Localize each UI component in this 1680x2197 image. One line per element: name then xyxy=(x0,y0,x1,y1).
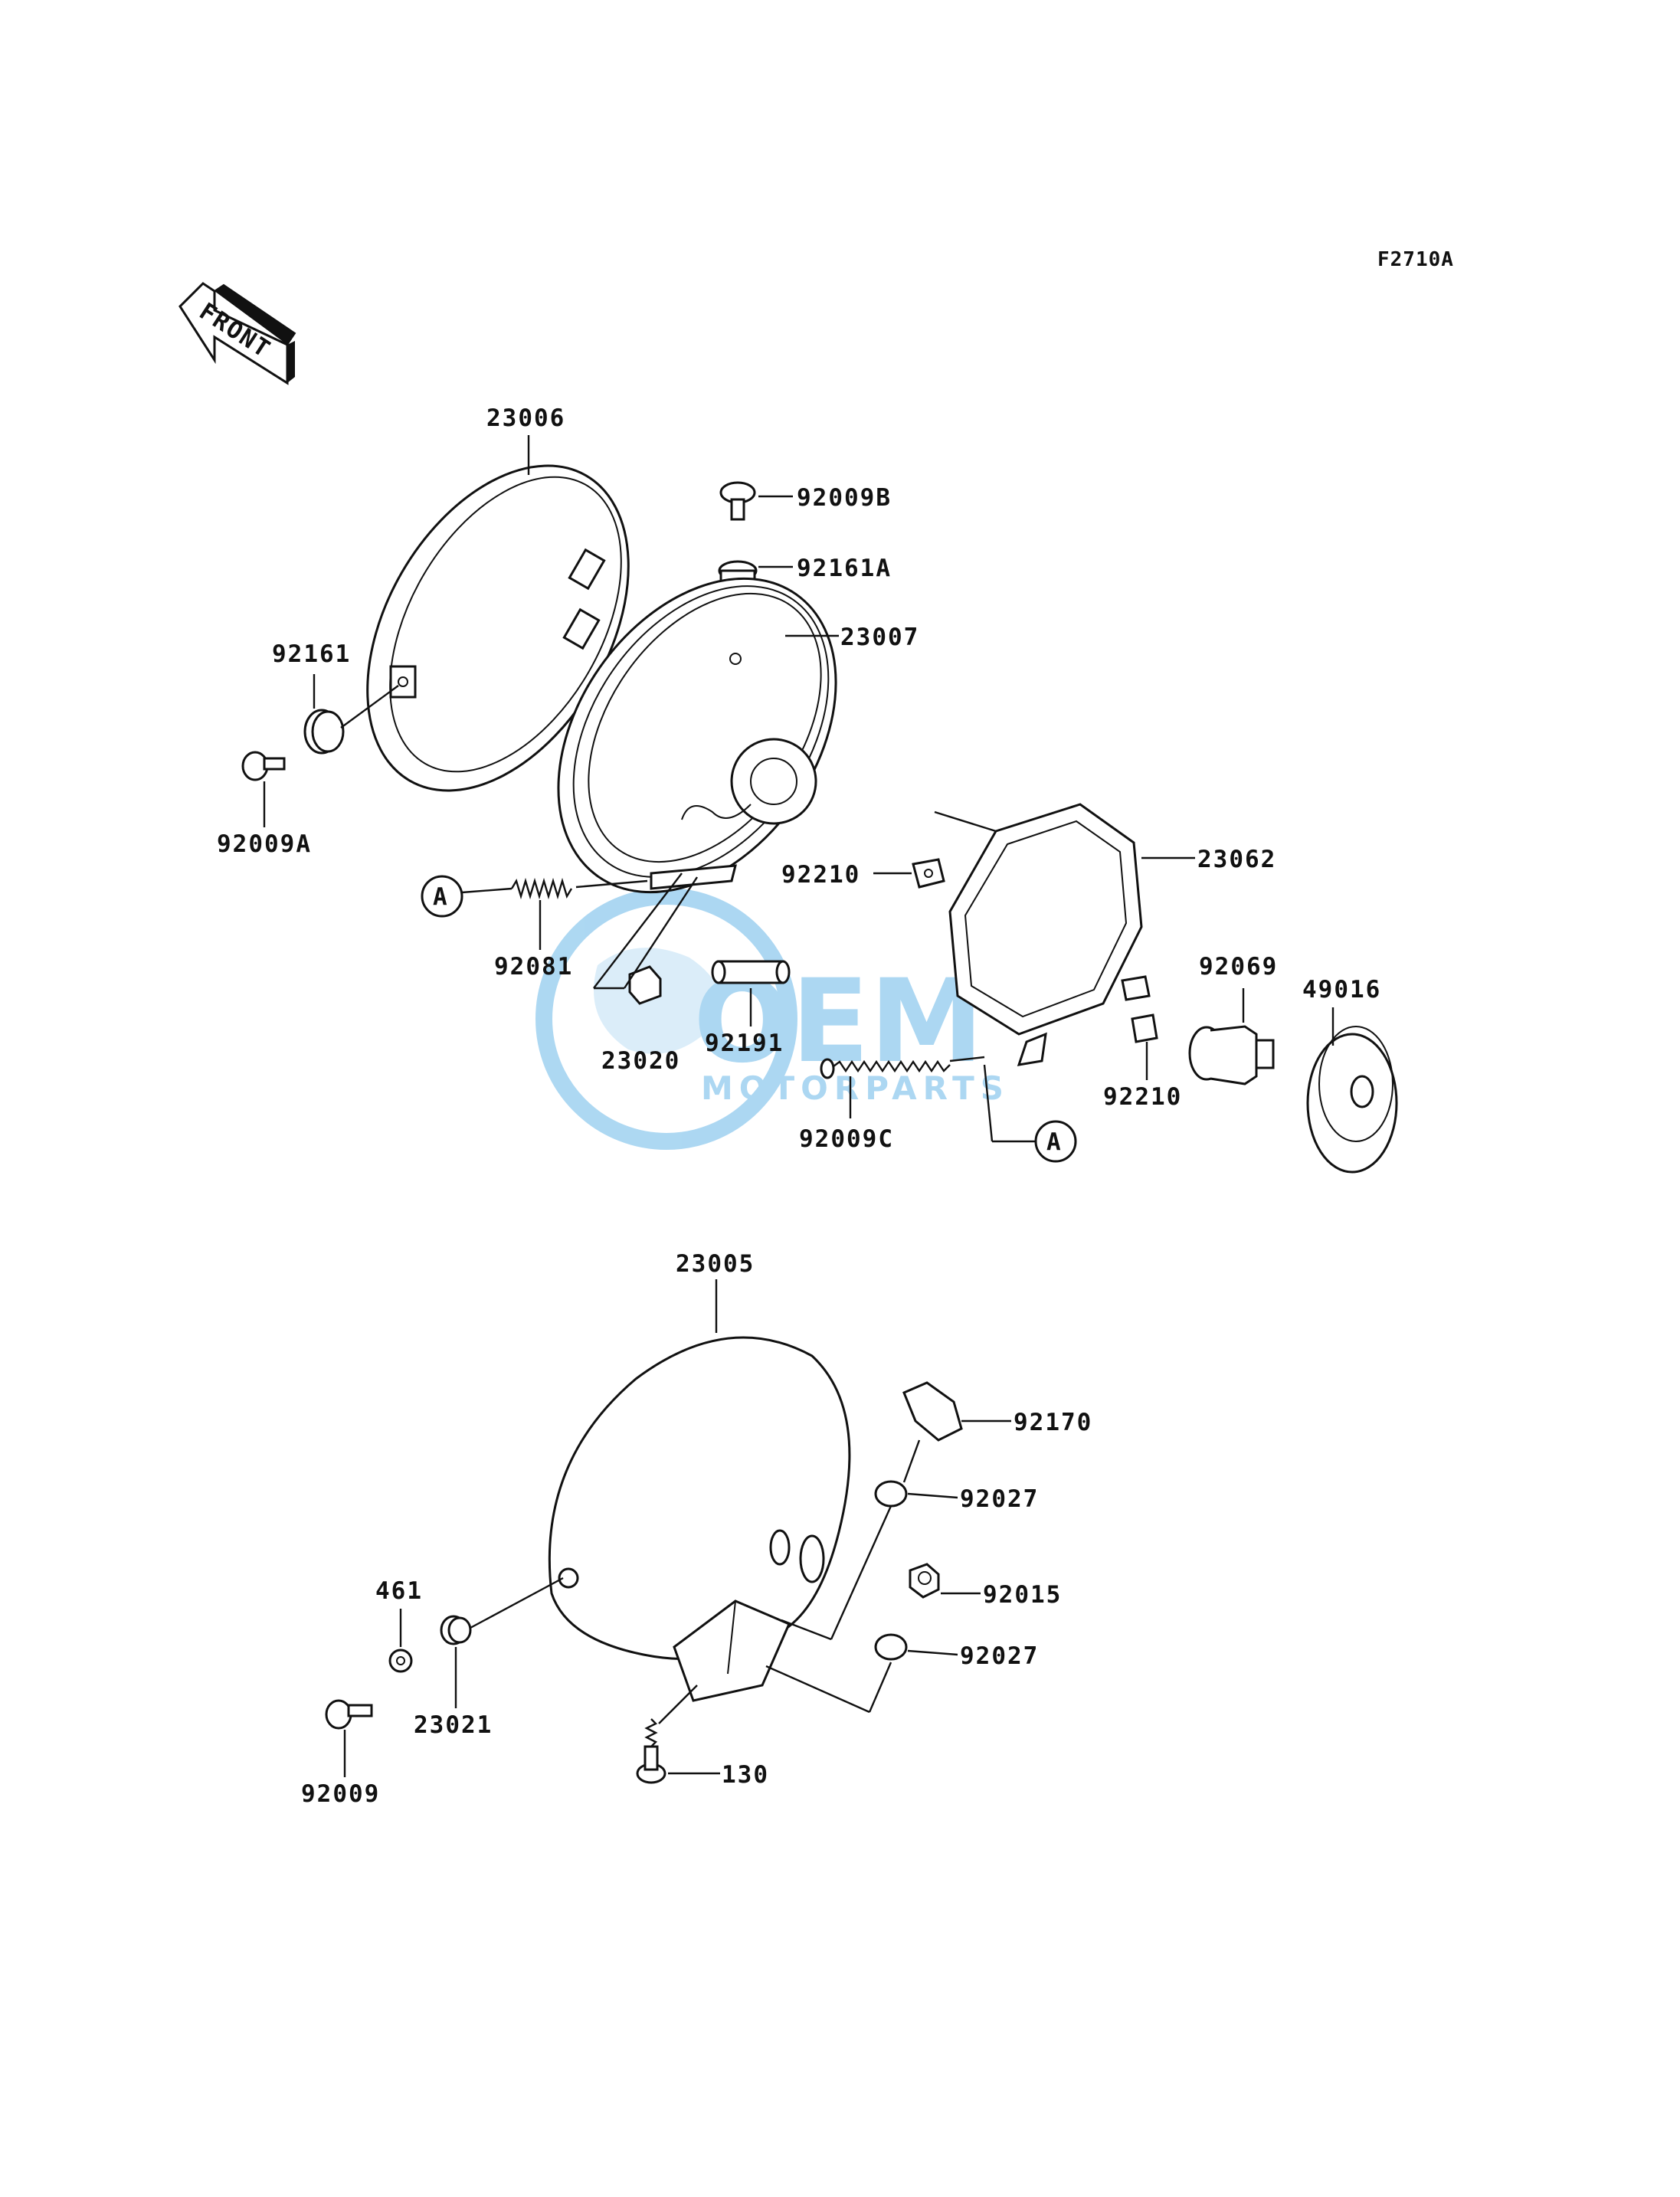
clip-92210-bottom-icon xyxy=(1131,1013,1158,1043)
label-49016: 49016 xyxy=(1302,976,1381,1004)
label-92069: 92069 xyxy=(1199,953,1278,981)
nut-92015-icon xyxy=(909,1563,940,1599)
ref-a-right: A xyxy=(1034,1120,1077,1163)
bracket-23062 xyxy=(934,803,1151,1066)
watermark-globe xyxy=(535,888,797,1150)
label-92027-top: 92027 xyxy=(960,1485,1039,1513)
collar-92191-icon xyxy=(711,960,791,984)
label-23005: 23005 xyxy=(676,1250,755,1278)
bulb-92069-icon xyxy=(1188,1025,1275,1085)
clip-92210-top-icon xyxy=(912,858,945,889)
label-92081: 92081 xyxy=(494,953,573,981)
screw-92009C-icon xyxy=(820,1058,951,1079)
headlight-unit-23007 xyxy=(557,577,837,894)
watermark-sub: MOTORPARTS xyxy=(701,1069,1010,1107)
screw-92009-icon xyxy=(325,1699,373,1730)
label-130: 130 xyxy=(722,1761,769,1789)
label-92009A: 92009A xyxy=(217,830,312,858)
cap-49016-icon xyxy=(1306,1026,1398,1174)
watermark: OEM MOTORPARTS xyxy=(535,888,1010,1150)
grommet-92161-icon xyxy=(303,709,345,755)
label-461: 461 xyxy=(375,1577,423,1605)
nut-23020-icon xyxy=(628,965,662,1005)
label-23062: 23062 xyxy=(1197,846,1276,873)
bracket-92170-icon xyxy=(902,1381,963,1442)
screw-92009A-icon xyxy=(241,751,286,781)
label-23020: 23020 xyxy=(601,1047,680,1075)
label-92161A: 92161A xyxy=(797,555,892,582)
housing-23005 xyxy=(548,1336,851,1702)
washer-92027-bottom-icon xyxy=(874,1633,908,1661)
label-92210-top: 92210 xyxy=(781,861,860,889)
label-92009: 92009 xyxy=(301,1780,380,1808)
label-92015: 92015 xyxy=(983,1581,1062,1609)
label-92009C: 92009C xyxy=(799,1125,894,1153)
label-23007: 23007 xyxy=(840,624,919,651)
spring-92081-icon xyxy=(510,877,573,900)
label-92161: 92161 xyxy=(272,640,351,668)
ref-a-left-label: A xyxy=(433,883,449,911)
diagram-code: F2710A xyxy=(1377,248,1454,271)
label-23006: 23006 xyxy=(486,404,565,432)
label-92210-bottom: 92210 xyxy=(1103,1083,1182,1111)
ref-a-right-label: A xyxy=(1046,1128,1063,1156)
screw-92009B-icon xyxy=(719,481,756,521)
washer-92027-top-icon xyxy=(874,1480,908,1508)
front-arrow-icon: FRONT xyxy=(178,282,296,385)
label-23021: 23021 xyxy=(414,1711,493,1739)
watermark-continents xyxy=(594,948,720,1054)
label-92191: 92191 xyxy=(705,1030,784,1057)
label-92027-bottom: 92027 xyxy=(960,1642,1039,1670)
grommet-23021-icon xyxy=(440,1615,472,1645)
label-92170: 92170 xyxy=(1014,1409,1092,1436)
label-92009B: 92009B xyxy=(797,484,892,512)
bolt-130-icon xyxy=(636,1718,666,1784)
ref-a-left: A xyxy=(421,875,463,918)
washer-461-icon xyxy=(388,1649,413,1673)
